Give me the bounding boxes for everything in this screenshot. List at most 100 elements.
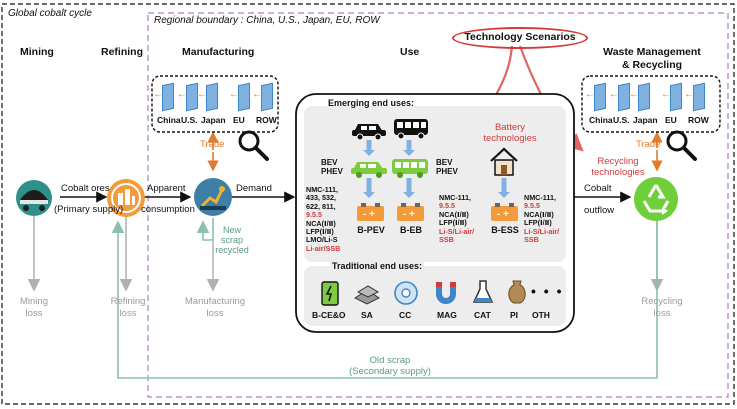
- trade-arrow-icon: ←: [629, 89, 639, 100]
- phone-battery-icon: [321, 281, 339, 306]
- car-icon: [352, 124, 386, 140]
- trade-arrow-icon: ←: [229, 89, 239, 100]
- recycling-tech-label-1: Recycling: [597, 156, 639, 167]
- cobalt-ores-label: Cobalt ores: [61, 183, 110, 194]
- traditional-use-label: PI: [510, 310, 519, 320]
- region-building-icon: [206, 82, 218, 112]
- region-building-icon: [238, 82, 250, 112]
- traditional-use-label: CC: [399, 310, 412, 320]
- traditional-use-label: CAT: [474, 310, 491, 320]
- region-building-icon: [261, 82, 273, 112]
- trade-box-right: [581, 75, 721, 133]
- battery-icon: - +: [491, 203, 518, 221]
- region-label: Japan: [633, 115, 658, 125]
- consumption-label: consumption: [141, 204, 195, 215]
- svg-text:- +: - +: [497, 209, 509, 220]
- trade-arrow-icon: ←: [252, 89, 262, 100]
- regional-boundary: [147, 12, 729, 398]
- traditional-use-label: SA: [361, 310, 373, 320]
- manufacturing-loss-label-2: loss: [206, 308, 224, 319]
- recycling-tech-label-2: technologies: [591, 167, 645, 178]
- cobalt-label: Cobalt: [584, 183, 612, 194]
- chemistry-item: 622, 811,: [306, 201, 336, 211]
- new-scrap-label-2: scrap: [220, 235, 243, 245]
- trade-box-left: [151, 75, 279, 133]
- trade-arrow-icon: ←: [661, 89, 671, 100]
- mining-loss-label-2: loss: [25, 308, 43, 319]
- trade-left-label: Trade: [200, 139, 225, 150]
- chemistry-item: 9.5.5: [439, 201, 455, 211]
- global-boundary: [1, 3, 735, 405]
- trade-arrow-icon: ←: [609, 89, 619, 100]
- bev-label-1: BEV: [321, 158, 338, 167]
- chemistry-item: SSB: [439, 235, 454, 245]
- battery-tech-label-2: technologies: [483, 133, 537, 144]
- stage-manufacturing: Manufacturing: [182, 46, 255, 58]
- magnifier-icon: [666, 130, 697, 161]
- region-building-icon: [693, 82, 705, 112]
- region-label: China: [589, 115, 613, 125]
- outflow-label: outflow: [584, 205, 615, 216]
- chemistry-item: Li-S/Li-air/: [524, 226, 560, 236]
- refining-icon: [107, 179, 145, 217]
- region-label: U.S.: [613, 115, 630, 125]
- electric-bus-icon: [392, 159, 428, 178]
- flask-icon: [472, 280, 494, 303]
- chemistry-item: NCA(Ⅰ/Ⅱ): [524, 209, 554, 219]
- battery-icon: - +: [357, 203, 384, 221]
- region-building-icon: [638, 82, 650, 112]
- stage-waste-management: Waste Management: [603, 46, 701, 58]
- chemistry-item: LFP(Ⅰ/Ⅱ): [524, 218, 552, 228]
- region-label: Japan: [201, 115, 226, 125]
- region-building-icon: [670, 82, 682, 112]
- mining-loss-label-1: Mining: [20, 296, 48, 307]
- stage-refining: Refining: [101, 46, 143, 58]
- manufacturing-loss-label-1: Manufacturing: [184, 296, 246, 307]
- technology-scenarios-label: Technology Scenarios: [464, 31, 576, 43]
- chemistry-item: SSB: [524, 235, 539, 245]
- traditional-panel: [304, 266, 566, 326]
- secondary-supply-label: (Secondary supply): [349, 366, 431, 377]
- chemistry-item: LFP(Ⅰ/Ⅱ): [439, 218, 467, 228]
- chemistry-item: LMO/Li-S: [306, 235, 338, 245]
- new-scrap-label-1: New: [222, 225, 241, 235]
- battery-icon: - +: [397, 203, 424, 221]
- chemistry-item: NMC-111,: [439, 193, 471, 202]
- chemistry-item: NCA(Ⅰ/Ⅱ): [439, 209, 469, 219]
- trade-right-label: Trade: [636, 139, 661, 150]
- refining-loss-label-2: loss: [119, 308, 137, 319]
- traditional-use-label: B-CE&O: [312, 310, 346, 320]
- trade-arrow-icon: ←: [585, 89, 595, 100]
- chemistry-item: LFP(Ⅰ/Ⅱ): [306, 227, 334, 237]
- chemistry-item: 433, 532,: [306, 193, 336, 203]
- more-dots: • • •: [531, 283, 564, 299]
- svg-text:- +: - +: [363, 209, 375, 220]
- trade-arrow-icon: ←: [177, 89, 187, 100]
- house-icon: [490, 147, 518, 176]
- b-ess-label: B-ESS: [491, 225, 519, 235]
- magnifier-icon: [238, 130, 269, 161]
- refining-loss-label-1: Refining: [110, 296, 146, 307]
- traditional-use-label: OTH: [532, 310, 550, 320]
- chemistry-item: NMC-111,: [306, 185, 338, 194]
- region-label: ROW: [688, 115, 709, 125]
- global-cycle-label: Global cobalt cycle: [8, 8, 92, 19]
- bev-label-2: BEV: [436, 158, 453, 167]
- stage-recycling: & Recycling: [621, 59, 683, 71]
- mining-icon: [16, 180, 52, 216]
- cutting-disc-icon: [394, 281, 418, 305]
- superalloy-icon: [354, 285, 380, 305]
- electric-car-icon: [351, 162, 387, 178]
- svg-text:- +: - +: [403, 209, 415, 220]
- region-label: EU: [665, 115, 677, 125]
- phev-label-2: PHEV: [436, 167, 458, 176]
- battery-tech-label-1: Battery: [494, 122, 526, 133]
- chemistry-item: 9.5.5: [306, 210, 322, 220]
- region-label: EU: [233, 115, 245, 125]
- apparent-label: Apparent: [147, 183, 186, 194]
- phev-label-1: PHEV: [321, 167, 343, 176]
